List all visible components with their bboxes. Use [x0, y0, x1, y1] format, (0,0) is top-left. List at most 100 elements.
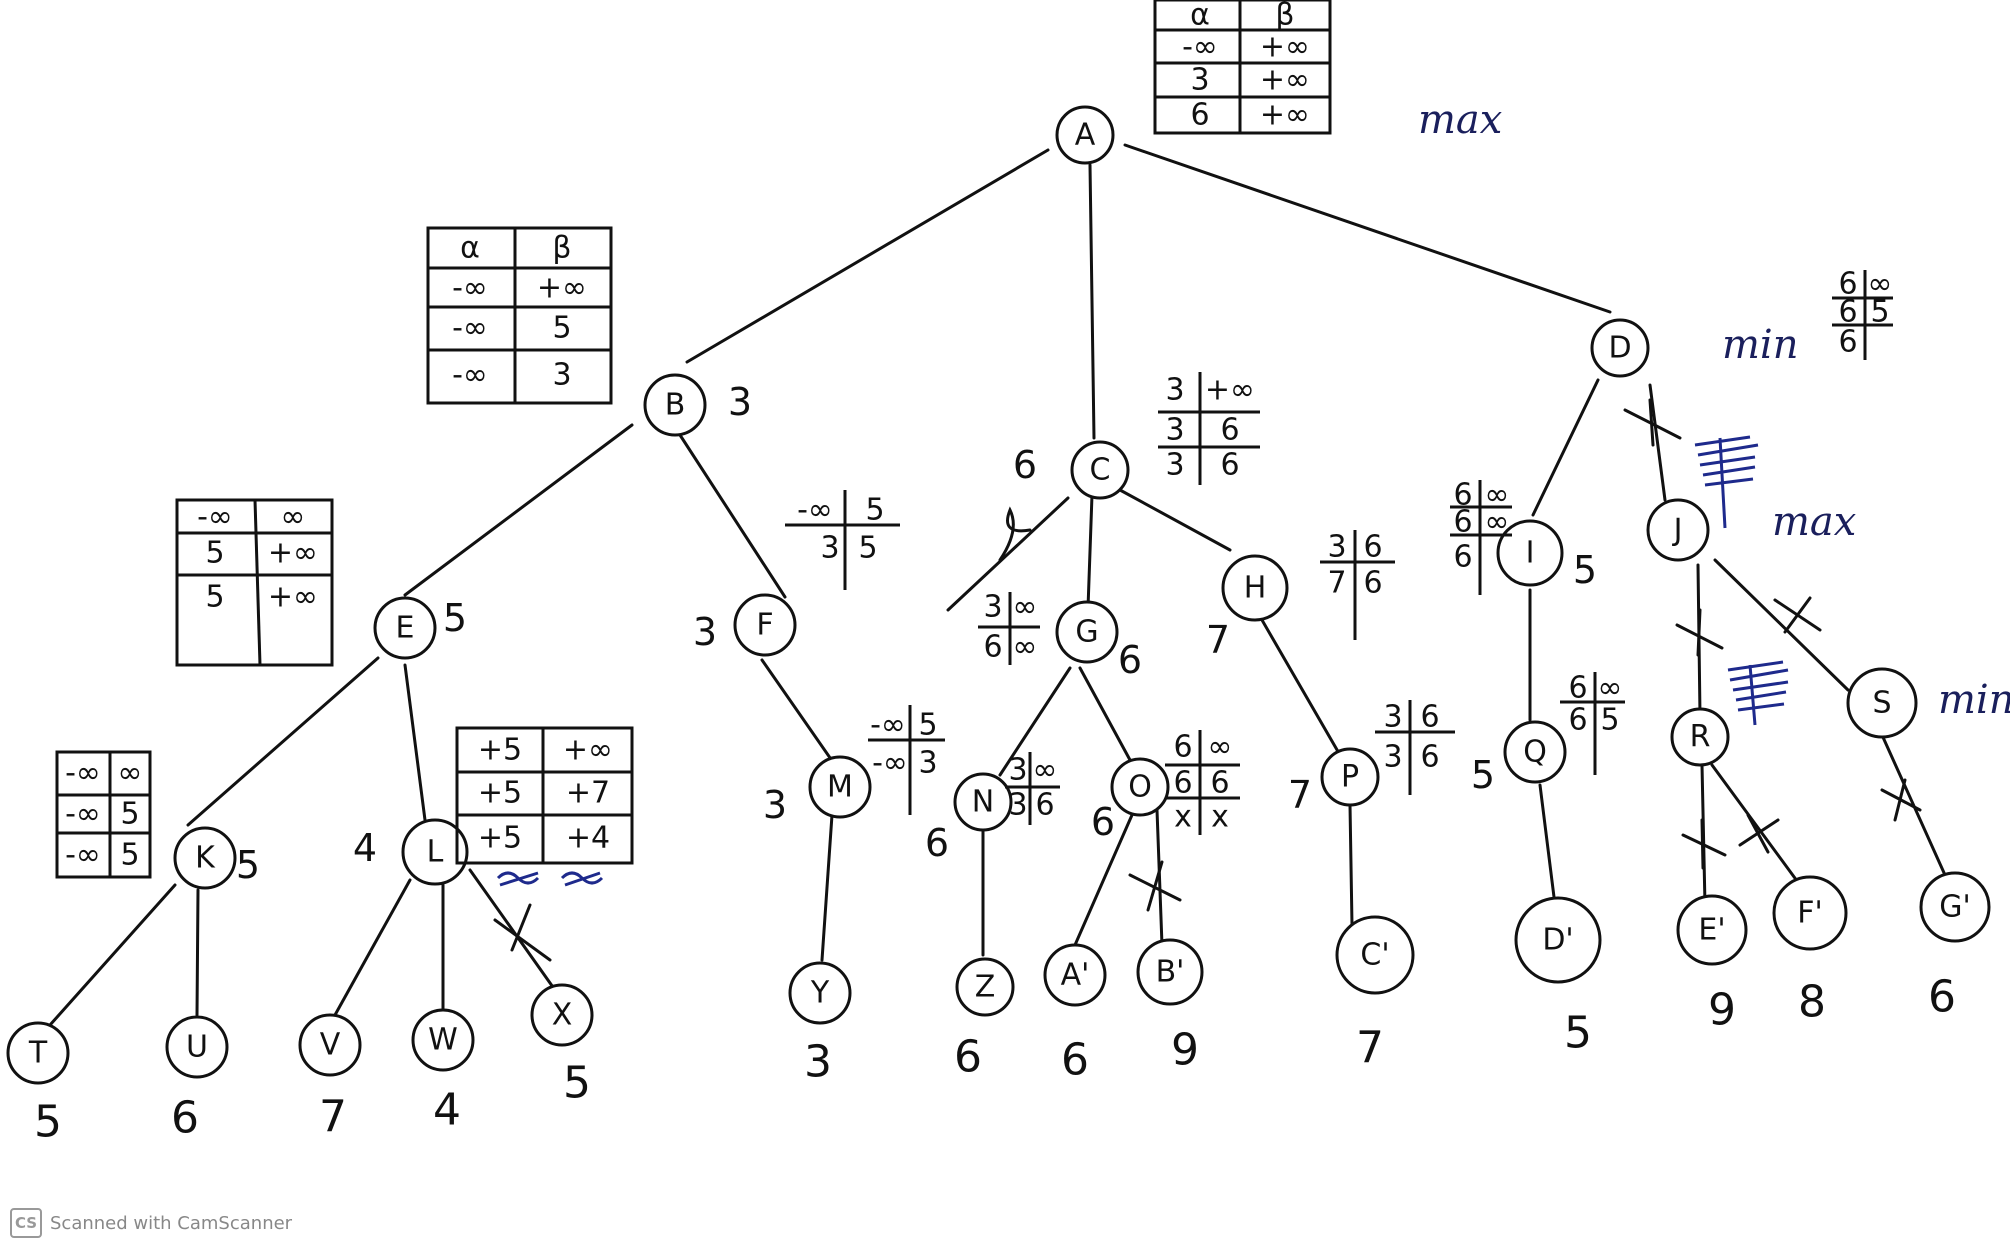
node-c: C: [1070, 440, 1130, 500]
prune-mark-o-b2: [1128, 860, 1182, 912]
ab-table-k: -∞ ∞ -∞ 5 -∞ 5: [55, 750, 152, 879]
ab-table-f: -∞ 5 3 5: [785, 490, 900, 590]
prune-mark-d-j: [1623, 398, 1682, 447]
edge-b-e: [403, 423, 634, 597]
svg-text:x: x: [1211, 800, 1229, 835]
svg-text:α: α: [460, 231, 480, 266]
node-h: H: [1221, 554, 1289, 622]
svg-text:6: 6: [1453, 505, 1472, 540]
svg-text:3: 3: [918, 746, 937, 781]
svg-text:α: α: [1190, 0, 1210, 33]
svg-text:7: 7: [1327, 566, 1346, 601]
edge-r-f2: [1710, 763, 1802, 887]
edge-h-p: [1260, 618, 1342, 757]
edge-d-j: [1648, 383, 1667, 502]
svg-text:6: 6: [1420, 700, 1439, 735]
leaf-value-b2: 9: [1171, 1025, 1199, 1076]
svg-text:M: M: [827, 770, 853, 805]
edge-e-k: [186, 656, 380, 827]
leaf-value-a2: 6: [1061, 1035, 1089, 1086]
svg-text:K: K: [195, 841, 216, 876]
ab-table-e: -∞ ∞ 5 +∞ 5 +∞: [175, 498, 334, 667]
svg-text:Q: Q: [1523, 735, 1547, 770]
svg-text:-∞: -∞: [65, 838, 101, 873]
ab-table-i: 6 ∞ 6 ∞ 6: [1450, 478, 1512, 595]
svg-text:6: 6: [1363, 530, 1382, 565]
ab-table-c: 3 +∞ 3 6 3 6: [1158, 372, 1260, 485]
svg-text:-∞: -∞: [452, 271, 488, 306]
svg-text:N: N: [972, 785, 994, 820]
svg-text:D': D': [1542, 923, 1573, 958]
tree-nodes: A B C D E F G H I J K L M N O P Q R S T …: [6, 105, 1991, 1085]
prune-mark-s-g2: [1880, 778, 1922, 822]
node-f: F: [733, 593, 797, 657]
svg-text:6: 6: [1220, 448, 1239, 483]
ab-table-d: 6 ∞ 6 5 6: [1832, 267, 1893, 360]
svg-text:6: 6: [1838, 295, 1857, 330]
camscanner-logo: CS: [10, 1208, 42, 1238]
scanner-watermark-text: Scanned with CamScanner: [50, 1212, 293, 1234]
node-x: X: [530, 983, 594, 1047]
ab-table-h: 3 6 7 6: [1320, 530, 1395, 640]
leaf-value-c2: 7: [1356, 1023, 1384, 1074]
svg-text:+5: +5: [478, 733, 522, 768]
svg-text:+∞: +∞: [1260, 63, 1310, 98]
prune-mark-r-f2: [1738, 813, 1780, 854]
svg-text:6: 6: [1363, 566, 1382, 601]
prune-mark-r-e2: [1681, 818, 1727, 870]
svg-text:6: 6: [1420, 740, 1439, 775]
value-c: 6: [1013, 443, 1037, 487]
edge-b-f: [678, 433, 787, 599]
svg-text:L: L: [427, 835, 444, 870]
svg-text:+5: +5: [478, 821, 522, 856]
value-k: 5: [236, 843, 260, 887]
edge-l-x: [468, 868, 557, 992]
svg-text:∞: ∞: [1208, 730, 1233, 765]
node-o: O: [1110, 757, 1170, 817]
svg-text:+∞: +∞: [1260, 98, 1310, 133]
node-b: B: [643, 373, 707, 437]
leaf-value-z: 6: [954, 1032, 982, 1083]
edge-a-b: [685, 148, 1050, 364]
value-g: 6: [1118, 638, 1142, 682]
svg-text:β: β: [1275, 0, 1294, 33]
svg-text:5: 5: [1600, 703, 1619, 738]
ab-table-a: α β -∞ +∞ 3 +∞ 6 +∞: [1153, 0, 1332, 135]
svg-text:∞: ∞: [1868, 267, 1893, 302]
svg-text:5: 5: [120, 797, 139, 832]
leaf-value-u: 6: [171, 1093, 199, 1144]
layer-label-max-j: max: [1772, 499, 1856, 545]
scanner-footer: CS Scanned with CamScanner: [10, 1208, 292, 1238]
svg-text:-∞: -∞: [197, 500, 233, 535]
svg-text:3: 3: [1165, 413, 1184, 448]
svg-text:T: T: [28, 1036, 48, 1071]
svg-text:∞: ∞: [1598, 671, 1623, 706]
value-f: 3: [693, 610, 717, 654]
svg-text:x: x: [1174, 800, 1192, 835]
svg-text:H: H: [1244, 571, 1267, 606]
svg-text:-∞: -∞: [452, 358, 488, 393]
prune-mark-l-x: [493, 903, 552, 962]
svg-text:3: 3: [1383, 700, 1402, 735]
svg-text:F: F: [756, 608, 773, 643]
svg-text:-∞: -∞: [65, 756, 101, 791]
node-v: V: [298, 1013, 362, 1077]
svg-text:B': B': [1156, 955, 1185, 990]
leaf-values: 5 6 7 4 5 3 6 6 9 7 5 9 8 6: [34, 972, 1956, 1148]
svg-text:V: V: [320, 1028, 341, 1063]
svg-text:6: 6: [1173, 766, 1192, 801]
svg-text:D: D: [1608, 331, 1631, 366]
svg-text:+∞: +∞: [1260, 30, 1310, 65]
edge-a-c: [1088, 163, 1096, 440]
svg-text:S: S: [1872, 686, 1891, 721]
scribble-j: [1694, 435, 1759, 529]
edge-c-g: [1086, 493, 1094, 610]
svg-text:+7: +7: [566, 776, 610, 811]
node-u: U: [165, 1015, 229, 1079]
svg-text:Y: Y: [810, 976, 830, 1011]
node-a: A: [1055, 105, 1115, 165]
svg-text:C': C': [1360, 938, 1389, 973]
edge-q-d2: [1538, 783, 1557, 907]
edge-k-t: [48, 883, 177, 1027]
